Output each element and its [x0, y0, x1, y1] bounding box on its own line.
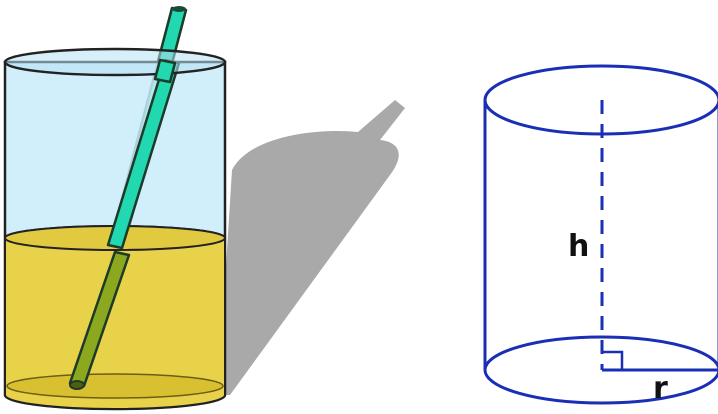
- radius-label: r: [653, 371, 668, 406]
- glass-bottom: [6, 373, 224, 399]
- height-label: h: [568, 229, 589, 264]
- straw-at-rim: [153, 58, 177, 84]
- cylinder-figure: [483, 64, 718, 405]
- cylinder-bottom-ellipse: [483, 335, 718, 405]
- straw-bottom-end: [69, 380, 85, 390]
- glass-shadow: [218, 100, 405, 395]
- glass-figure: [3, 6, 405, 411]
- straw-top-end: [172, 6, 186, 12]
- right-angle-marker: [602, 350, 624, 370]
- glass-rim: [3, 47, 227, 77]
